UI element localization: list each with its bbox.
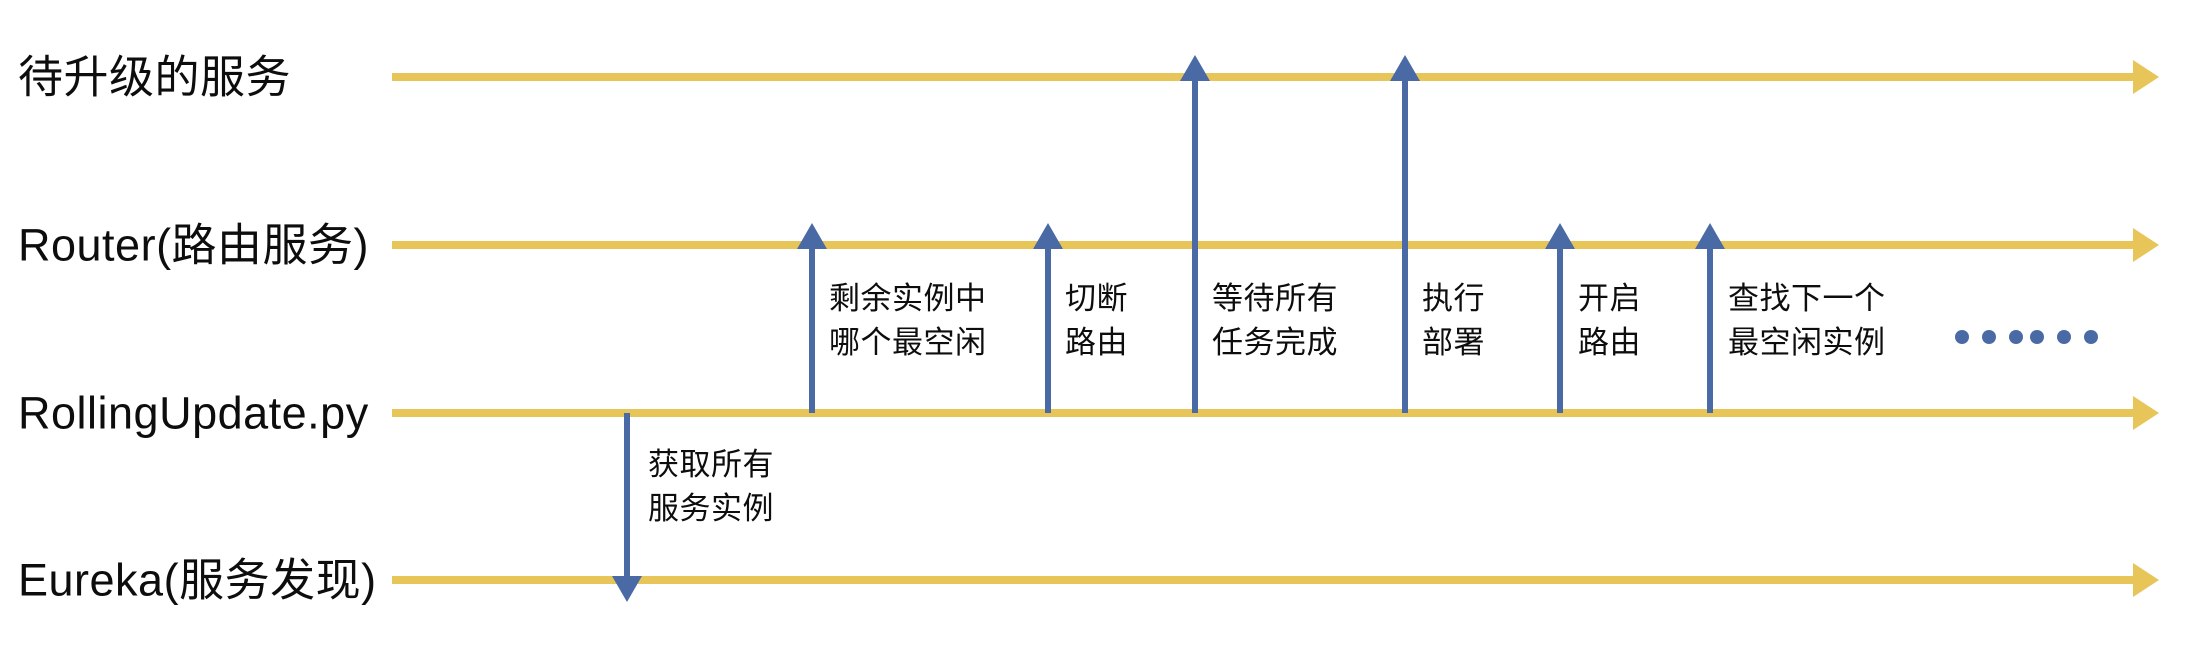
message-label-line: 部署 — [1422, 325, 1485, 361]
message-stem — [1557, 245, 1563, 413]
message-arrow-open-route[interactable] — [1545, 223, 1575, 413]
message-label-cut-route: 切断路由 — [1065, 277, 1128, 365]
lifeline-router — [392, 228, 2159, 262]
message-label-line: 剩余实例中 — [829, 281, 987, 316]
message-label-line: 路由 — [1065, 325, 1128, 361]
lifeline-label-service: 待升级的服务 — [18, 51, 292, 103]
message-label-line: 路由 — [1578, 325, 1641, 361]
lifeline-service — [392, 60, 2159, 94]
message-arrow-deploy[interactable] — [1390, 55, 1420, 413]
message-label-line: 服务实例 — [648, 491, 774, 527]
lifeline-label-eureka: Eureka(服务发现) — [18, 554, 377, 606]
message-arrowhead-icon — [1390, 55, 1420, 81]
message-label-line: 执行 — [1422, 281, 1485, 316]
message-arrow-pick-idlest[interactable] — [797, 223, 827, 413]
message-stem — [1045, 245, 1051, 413]
message-label-pick-idlest: 剩余实例中哪个最空闲 — [829, 277, 987, 365]
ellipsis-dot-icon — [2057, 330, 2071, 344]
message-stem — [624, 413, 630, 580]
lifeline-arrow-icon — [2133, 228, 2159, 262]
message-label-line: 最空闲实例 — [1728, 325, 1886, 361]
ellipsis-dot-icon — [1982, 330, 1996, 344]
message-label-line: 切断 — [1065, 281, 1128, 316]
lifeline-eureka — [392, 563, 2159, 597]
message-label-line: 获取所有 — [648, 447, 774, 482]
lifeline-arrow-icon — [2133, 396, 2159, 430]
message-stem — [1402, 77, 1408, 413]
message-arrowhead-icon — [1033, 223, 1063, 249]
message-arrow-cut-route[interactable] — [1033, 223, 1063, 413]
message-label-fetch-instances: 获取所有服务实例 — [648, 443, 774, 531]
message-arrow-fetch-instances[interactable] — [612, 413, 642, 602]
lifeline-label-rollingupdate: RollingUpdate.py — [18, 387, 369, 439]
message-arrowhead-icon — [1545, 223, 1575, 249]
message-arrowhead-icon — [1180, 55, 1210, 81]
lifeline-bar — [392, 73, 2133, 81]
message-label-find-next-idlest: 查找下一个最空闲实例 — [1728, 277, 1886, 365]
ellipsis-dot-icon — [1955, 330, 1969, 344]
ellipsis-ellipsis-2 — [2030, 330, 2098, 344]
ellipsis-dot-icon — [2009, 330, 2023, 344]
lifeline-label-router: Router(路由服务) — [18, 219, 370, 271]
message-label-open-route: 开启路由 — [1578, 277, 1641, 365]
lifeline-bar — [392, 576, 2133, 584]
message-label-deploy: 执行部署 — [1422, 277, 1485, 365]
message-label-line: 开启 — [1578, 281, 1641, 316]
message-label-wait-tasks: 等待所有任务完成 — [1212, 277, 1338, 365]
message-arrowhead-icon — [1695, 223, 1725, 249]
lifeline-bar — [392, 409, 2133, 417]
lifeline-bar — [392, 241, 2133, 249]
message-arrow-wait-tasks[interactable] — [1180, 55, 1210, 413]
message-label-line: 查找下一个 — [1728, 281, 1886, 316]
message-arrowhead-icon — [797, 223, 827, 249]
ellipsis-dot-icon — [2030, 330, 2044, 344]
ellipsis-dot-icon — [2084, 330, 2098, 344]
lifeline-arrow-icon — [2133, 60, 2159, 94]
message-stem — [809, 245, 815, 413]
message-label-line: 哪个最空闲 — [829, 325, 987, 361]
message-arrowhead-icon — [612, 576, 642, 602]
message-stem — [1192, 77, 1198, 413]
message-label-line: 等待所有 — [1212, 281, 1338, 316]
lifeline-script — [392, 396, 2159, 430]
message-arrow-find-next-idlest[interactable] — [1695, 223, 1725, 413]
lifeline-arrow-icon — [2133, 563, 2159, 597]
message-stem — [1707, 245, 1713, 413]
ellipsis-ellipsis-1 — [1955, 330, 2023, 344]
message-label-line: 任务完成 — [1212, 325, 1338, 361]
